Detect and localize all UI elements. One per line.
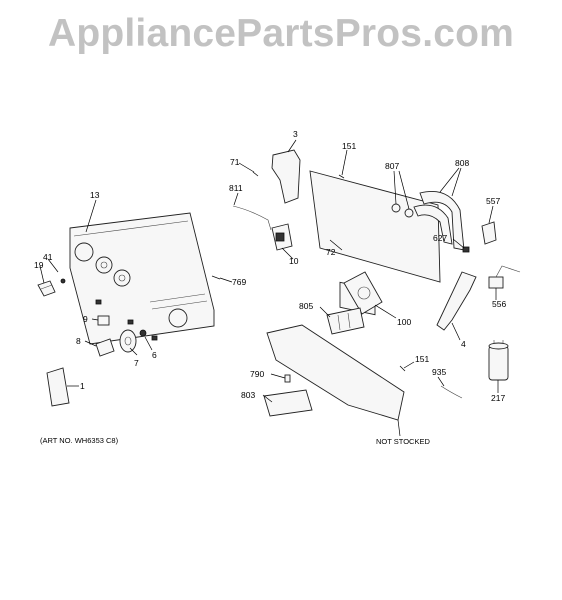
part-label-10: 10 (289, 256, 299, 266)
washer-part-b (404, 208, 414, 218)
harness-connector-part (481, 221, 497, 245)
clip-part (60, 278, 66, 284)
part-label-217: 217 (491, 393, 506, 403)
part-label-3: 3 (293, 129, 298, 139)
part-label-1: 1 (80, 381, 85, 391)
clip-627-part (462, 246, 470, 253)
part-label-41: 41 (43, 252, 53, 262)
washer-part-a (391, 203, 401, 213)
part-label-4: 4 (461, 339, 466, 349)
part-label-808: 808 (455, 158, 470, 168)
selector-knob-part (95, 338, 115, 357)
part-label-151-top: 151 (342, 141, 357, 151)
capacitor-part (488, 340, 509, 381)
endcap-left-part (271, 149, 301, 204)
wire-harness-part (232, 205, 272, 231)
part-label-556: 556 (492, 299, 507, 309)
part-label-803: 803 (241, 390, 256, 400)
part-label-19: 19 (34, 260, 44, 270)
manual-part (46, 367, 70, 407)
timer-part (343, 271, 383, 315)
hose-part (413, 190, 465, 251)
screw-71-part (252, 171, 259, 177)
jumper-wire-part (440, 385, 463, 399)
part-label-627: 627 (433, 233, 448, 243)
spring-part (97, 315, 110, 326)
control-panel-part (69, 212, 215, 345)
leader-lines (39, 139, 499, 437)
switch-block-part (326, 307, 365, 335)
knob-part (37, 280, 56, 297)
part-label-71: 71 (230, 157, 240, 167)
backsplash-panel-part (309, 170, 441, 283)
wire-tie-part (284, 374, 291, 383)
part-label-13: 13 (90, 190, 100, 200)
cover-part (263, 389, 313, 417)
art-number-note: (ART NO. WH6353 C8) (40, 436, 119, 445)
screw-part (211, 275, 221, 280)
dial-part (119, 329, 137, 353)
part-label-935: 935 (432, 367, 447, 377)
part-label-7: 7 (134, 358, 139, 368)
nut-part (139, 329, 147, 337)
part-label-100: 100 (397, 317, 412, 327)
lid-switch-part (271, 223, 293, 251)
part-label-6: 6 (152, 350, 157, 360)
endcap-right-part (436, 271, 477, 331)
screw-151b-part (399, 365, 406, 372)
part-label-557: 557 (486, 196, 501, 206)
screw-151-part (338, 174, 345, 179)
part-label-9: 9 (83, 314, 88, 324)
part-label-790: 790 (250, 369, 265, 379)
watermark-logo: AppliancePartsPros.com (47, 12, 515, 55)
part-label-805: 805 (299, 301, 314, 311)
part-label-807: 807 (385, 161, 400, 171)
part-label-769: 769 (232, 277, 247, 287)
part-label-811: 811 (229, 183, 243, 193)
wiring-part (488, 265, 521, 289)
part-label-72: 72 (326, 247, 336, 257)
not-stocked-note: NOT STOCKED (376, 437, 430, 446)
part-label-151-lower: 151 (415, 354, 430, 364)
part-label-8: 8 (76, 336, 81, 346)
